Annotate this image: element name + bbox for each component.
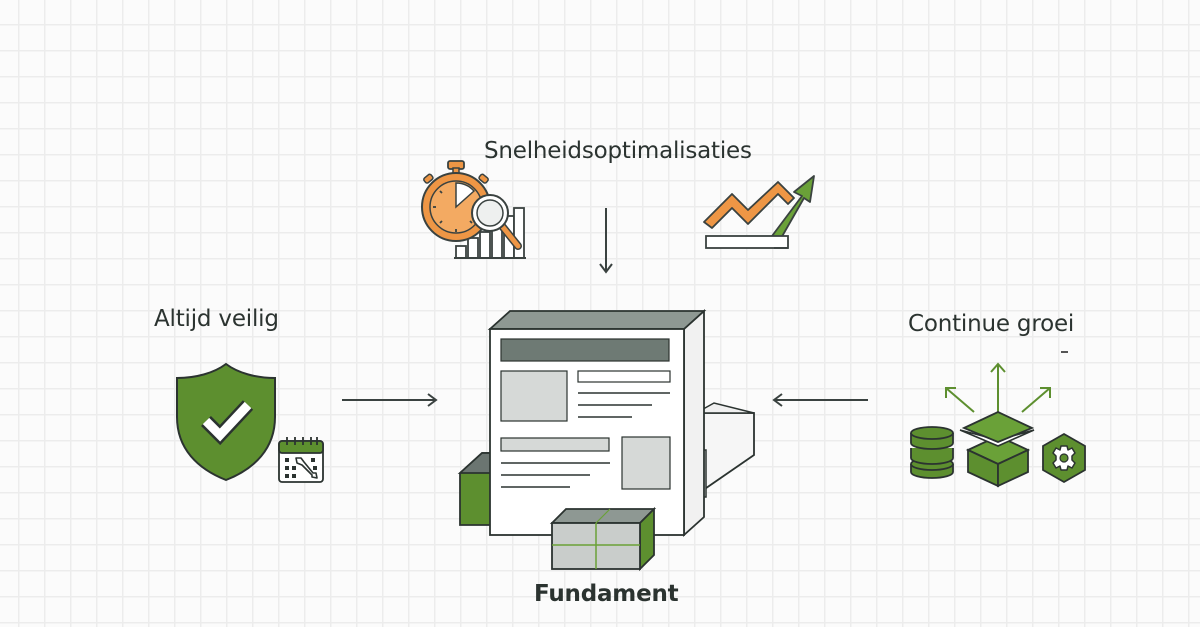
decorative-dash xyxy=(1061,351,1068,353)
hexagon-gear-icon xyxy=(1042,432,1086,484)
trend-arrow-up-icon xyxy=(703,175,815,249)
growth-label: Continue groei xyxy=(908,311,1075,337)
database-icon xyxy=(910,426,954,479)
security-label: Altijd veilig xyxy=(154,306,279,332)
arrow-right xyxy=(342,393,438,407)
arrow-down xyxy=(599,208,613,274)
shield-check-icon xyxy=(176,362,276,482)
expanding-box-icon xyxy=(959,411,1035,488)
growth-arrows-icon xyxy=(945,362,1051,413)
stopwatch-magnifier-chart-icon xyxy=(421,160,526,259)
arrow-left xyxy=(772,393,868,407)
webpage-foundation-icon xyxy=(457,308,755,572)
calendar-wrench-icon xyxy=(278,437,324,483)
speed-label: Snelheidsoptimalisaties xyxy=(484,138,752,164)
center-label: Fundament xyxy=(534,581,679,607)
